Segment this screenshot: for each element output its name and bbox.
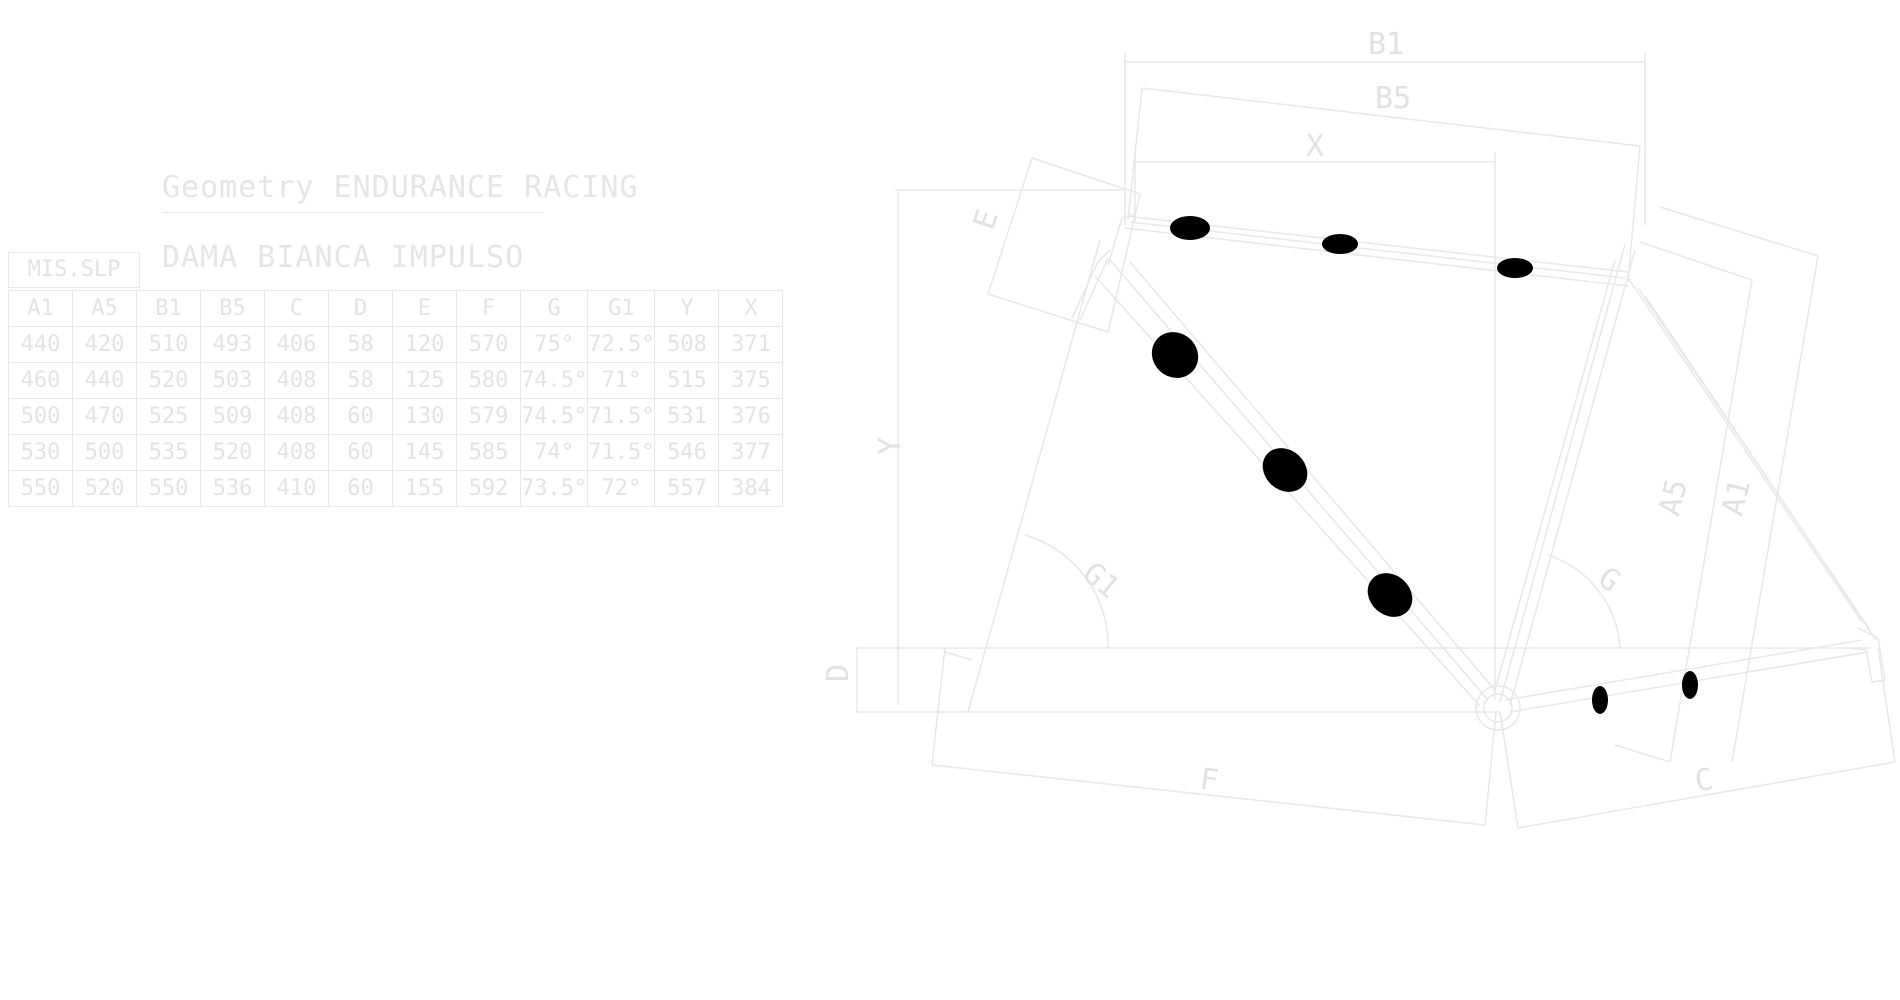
table-cell: 570 <box>456 326 521 363</box>
table-cell: 536 <box>200 470 265 507</box>
table-corner-label: MIS.SLP <box>8 252 140 288</box>
table-cell: 535 <box>136 434 201 471</box>
page-title: Geometry ENDURANCE RACING <box>162 170 639 205</box>
table-cell: 520 <box>72 470 137 507</box>
table-cell: 72.5° <box>587 326 656 363</box>
table-cell: 145 <box>392 434 457 471</box>
table-cell: 60 <box>328 470 393 507</box>
table-cell: 500 <box>8 398 73 435</box>
table-cell: 71° <box>587 362 656 399</box>
table-row: 500 470 525 509 408 60 130 579 74.5° 71.… <box>8 398 784 435</box>
dimension-a5-a1: A5 A1 <box>1614 206 1819 763</box>
dimension-y: Y <box>873 189 1125 705</box>
model-subtitle: DAMA BIANCA IMPULSO <box>162 240 525 275</box>
label-f: F <box>1198 762 1221 799</box>
header-a5: A5 <box>72 290 137 327</box>
angle-g1: G1 <box>967 239 1126 713</box>
label-d: D <box>821 664 856 682</box>
header-y: Y <box>654 290 720 327</box>
table-cell: 71.5° <box>587 398 656 435</box>
geometry-table: A1 A5 B1 B5 C D E F G G1 Y X 440 420 510… <box>8 290 784 507</box>
table-cell: 546 <box>654 434 720 471</box>
table-cell: 377 <box>718 434 784 471</box>
dimension-b1: B1 <box>1124 27 1646 225</box>
dimension-d: D <box>821 647 1870 713</box>
table-cell: 130 <box>392 398 457 435</box>
label-b1: B1 <box>1368 27 1404 62</box>
table-cell: 579 <box>456 398 521 435</box>
angle-g: G <box>1547 554 1626 649</box>
header-f: F <box>456 290 521 327</box>
label-b5: B5 <box>1375 81 1411 116</box>
dimension-b5: B5 <box>1127 81 1641 283</box>
table-header-row: A1 A5 B1 B5 C D E F G G1 Y X <box>8 290 784 327</box>
bike-frame-outline <box>1071 213 1886 731</box>
table-cell: 510 <box>136 326 201 363</box>
table-row: 460 440 520 503 408 58 125 580 74.5° 71°… <box>8 362 784 399</box>
label-e: E <box>967 206 1006 234</box>
table-cell: 520 <box>200 434 265 471</box>
table-cell: 408 <box>264 362 329 399</box>
table-cell: 550 <box>136 470 201 507</box>
table-cell: 503 <box>200 362 265 399</box>
table-cell: 420 <box>72 326 137 363</box>
table-cell: 520 <box>136 362 201 399</box>
header-g1: G1 <box>587 290 656 327</box>
table-cell: 60 <box>328 398 393 435</box>
table-cell: 530 <box>8 434 73 471</box>
label-x: X <box>1306 129 1324 164</box>
label-g1: G1 <box>1076 556 1126 606</box>
dimension-f: F <box>931 647 1497 826</box>
table-cell: 375 <box>718 362 784 399</box>
table-cell: 125 <box>392 362 457 399</box>
table-cell: 71.5° <box>587 434 656 471</box>
table-cell: 74.5° <box>519 362 589 399</box>
title-underline <box>162 212 544 213</box>
table-cell: 74.5° <box>519 398 589 435</box>
label-c: C <box>1692 762 1716 800</box>
table-cell: 440 <box>8 326 73 363</box>
table-cell: 557 <box>654 470 720 507</box>
table-cell: 74° <box>519 434 589 471</box>
table-row: 550 520 550 536 410 60 155 592 73.5° 72°… <box>8 470 784 507</box>
table-cell: 550 <box>8 470 73 507</box>
table-cell: 509 <box>200 398 265 435</box>
table-cell: 155 <box>392 470 457 507</box>
table-cell: 384 <box>718 470 784 507</box>
table-cell: 585 <box>456 434 521 471</box>
table-cell: 376 <box>718 398 784 435</box>
dimension-x: X <box>1134 129 1496 700</box>
table-cell: 72° <box>587 470 656 507</box>
dimension-c: C <box>1499 647 1896 829</box>
table-cell: 493 <box>200 326 265 363</box>
table-cell: 73.5° <box>519 470 589 507</box>
label-a5: A5 <box>1652 476 1695 520</box>
header-e: E <box>392 290 457 327</box>
table-row: 530 500 535 520 408 60 145 585 74° 71.5°… <box>8 434 784 471</box>
label-a1: A1 <box>1715 476 1758 520</box>
label-y: Y <box>873 437 908 455</box>
table-cell: 410 <box>264 470 329 507</box>
table-cell: 580 <box>456 362 521 399</box>
table-cell: 531 <box>654 398 720 435</box>
label-g: G <box>1591 560 1626 599</box>
